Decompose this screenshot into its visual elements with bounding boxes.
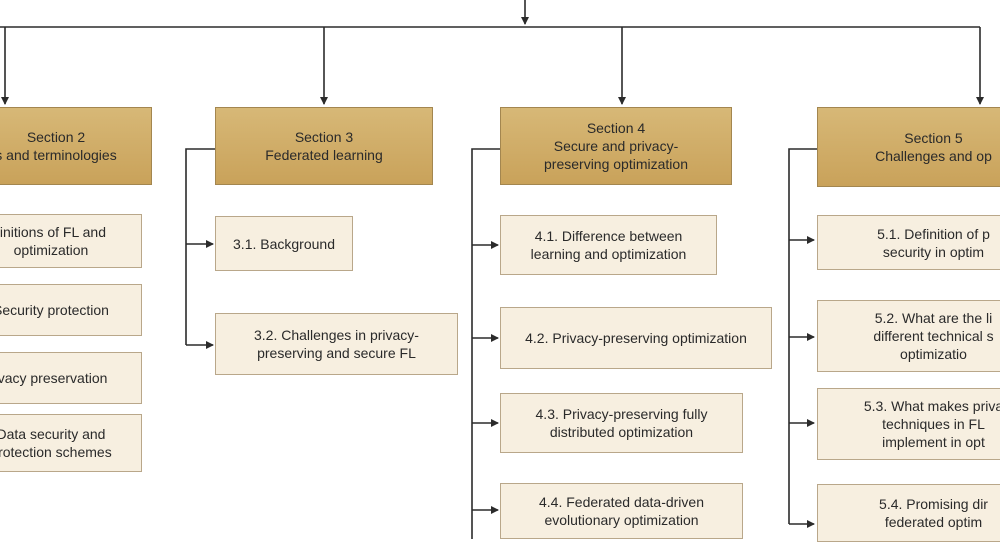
section-5-item-3: 5.3. What makes priva techniques in FL i… [817, 388, 1000, 460]
item-line: optimizatio [900, 346, 967, 362]
item-line: different technical s [873, 328, 994, 344]
item-line: 4.2. Privacy-preserving optimization [525, 330, 747, 346]
section-2-item-3: ivacy preservation [0, 352, 142, 404]
section-3-item-2: 3.2. Challenges in privacy- preserving a… [215, 313, 458, 375]
section-3-header: Section 3 Federated learning [215, 107, 433, 185]
section-4-item-3: 4.3. Privacy-preserving fully distribute… [500, 393, 743, 453]
item-line: distributed optimization [549, 424, 694, 440]
section-2-item-2: Security protection [0, 284, 142, 336]
section-2-header: Section 2 s and terminologies [0, 107, 152, 185]
section-4-header: Section 4 Secure and privacy- preserving… [500, 107, 732, 185]
item-line: 4.1. Difference between [534, 228, 683, 244]
item-line: finitions of FL and [0, 224, 106, 240]
item-line: 3.1. Background [233, 235, 335, 252]
item-line: 5.2. What are the li [874, 310, 993, 326]
section-5-subtitle: Challenges and op [875, 148, 992, 164]
item-line: evolutionary optimization [544, 512, 699, 528]
item-line: implement in opt [882, 434, 985, 450]
section-4-subtitle-2: preserving optimization [544, 156, 688, 172]
item-line: techniques in FL [882, 416, 985, 432]
item-line: Data security and [0, 426, 106, 442]
item-line: optimization [13, 242, 89, 258]
section-3-title: Section 3 [294, 129, 354, 145]
section-4-item-4: 4.4. Federated data-driven evolutionary … [500, 483, 743, 539]
item-line: 3.2. Challenges in privacy- [254, 327, 419, 343]
item-line: preserving and secure FL [257, 345, 416, 361]
item-line: 5.4. Promising dir [879, 496, 988, 512]
item-line: 4.3. Privacy-preserving fully [535, 406, 708, 422]
section-4-title: Section 4 [586, 120, 646, 136]
section-4-item-1: 4.1. Difference between learning and opt… [500, 215, 717, 275]
item-line: ivacy preservation [0, 370, 108, 386]
section-5-title: Section 5 [904, 130, 963, 146]
item-line: 4.4. Federated data-driven [539, 494, 704, 510]
item-line: 5.1. Definition of p [877, 225, 990, 242]
section-4-subtitle-1: Secure and privacy- [553, 138, 679, 154]
section-3-item-1: 3.1. Background [215, 216, 353, 271]
bracket-section-4 [471, 148, 500, 539]
item-line: Security protection [0, 302, 109, 318]
bracket-section-5 [788, 148, 817, 524]
section-5-item-4: 5.4. Promising dir federated optim [817, 484, 1000, 542]
section-3-subtitle: Federated learning [265, 147, 383, 163]
item-line: security in optim [882, 243, 985, 260]
section-2-title: Section 2 [26, 129, 86, 145]
item-line: protection schemes [0, 444, 112, 460]
item-line: 5.3. What makes priva [863, 398, 1000, 414]
section-5-header: Section 5 Challenges and op [817, 107, 1000, 187]
section-4-item-2: 4.2. Privacy-preserving optimization [500, 307, 772, 369]
section-5-item-1: 5.1. Definition of p security in optim [817, 215, 1000, 270]
section-5-item-2: 5.2. What are the li different technical… [817, 300, 1000, 372]
section-2-item-1: finitions of FL and optimization [0, 214, 142, 268]
bracket-section-3 [185, 148, 215, 345]
item-line: learning and optimization [530, 246, 687, 262]
section-2-item-4: Data security and protection schemes [0, 414, 142, 472]
item-line: federated optim [884, 514, 983, 530]
section-2-subtitle: s and terminologies [0, 147, 117, 163]
